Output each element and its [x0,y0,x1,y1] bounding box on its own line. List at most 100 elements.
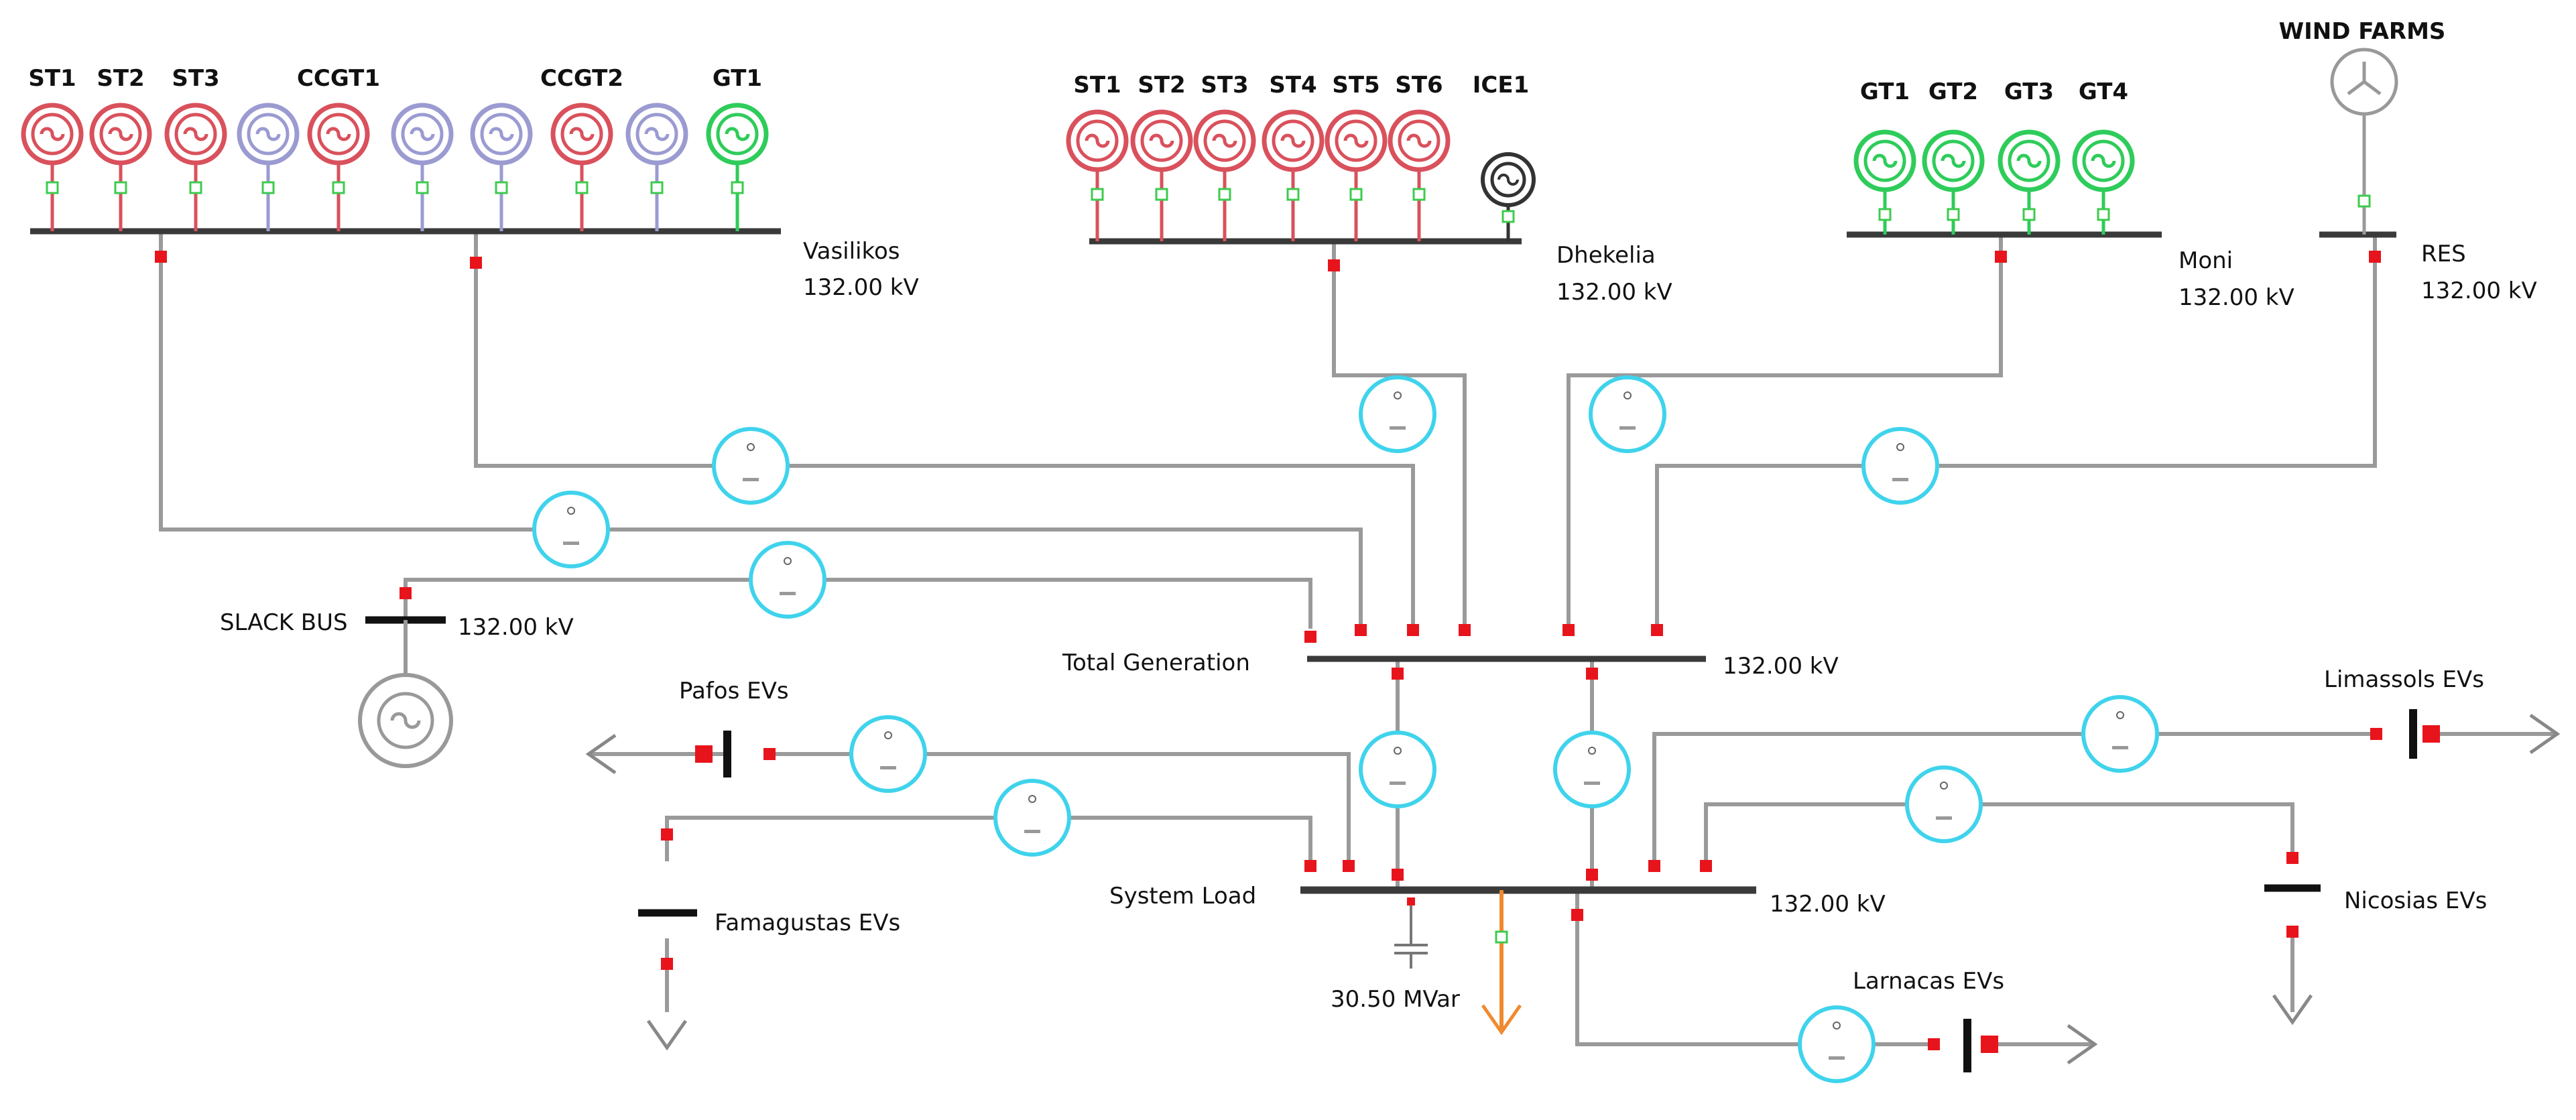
generator-vasilikos-8-wave [644,127,670,141]
generator-vasilikos-7-connector [575,181,589,194]
line-vasilikos-a [159,231,1363,629]
generator-moni-3-connector [2097,208,2110,221]
generator-moni-2-inner-ring [2008,139,2050,182]
breaker-19 [1700,860,1712,872]
transformer-pafos-ring [849,715,927,793]
generator-dhekelia-4 [1325,109,1388,189]
transformer-moni-rating [1619,426,1636,430]
equipment-symbols [21,48,2561,1083]
transformer-famagustas-mark [1028,795,1036,803]
bus-name-moni: Moni [2179,247,2233,274]
transformer-moni-ring [1589,375,1666,453]
transformer-moni-mark [1623,391,1632,399]
gen-label-dhekelia-ice1: ICE1 [1473,72,1530,99]
system-load-arrow-head [1481,1004,1522,1036]
generator-dhekelia-1-wave [1149,133,1174,148]
generator-vasilikos-5-wave [410,127,435,141]
transformer-pafos-mark [884,731,892,739]
gen-label-dhekelia-st6: ST6 [1395,72,1443,99]
transformer-larnacas-mark [1833,1021,1841,1030]
transformer-tie-left [1359,731,1436,808]
gen-label-moni-gt4: GT4 [2079,78,2128,105]
line-limassols [1652,732,2376,865]
bus-voltage-slack: 132.00 kV [458,614,574,641]
generator-vasilikos-3 [237,103,300,182]
generator-vasilikos-5-connector [416,181,429,194]
generator-vasilikos-4 [307,103,370,182]
generator-vasilikos-6-inner-ring [480,113,523,155]
line-famagustas [665,816,1312,865]
transformer-pafos-rating [880,766,896,769]
ice1-wave [1497,174,1519,186]
generator-vasilikos-0 [21,103,84,182]
breaker-24 [2370,728,2382,740]
breaker-15 [1343,860,1355,872]
transformer-famagustas [993,779,1071,857]
bus-voltage-total-generation: 132.00 kV [1723,653,1839,680]
bus-name-system-load: System Load [1109,883,1256,910]
bus-name-total-generation: Total Generation [1062,649,1250,676]
generator-labels-vasilikos: ST1 ST2 ST3 CCGT1 CCGT2 GT1 [28,65,762,92]
slack-wave [390,712,421,729]
transformer-larnacas-ring [1798,1005,1876,1083]
transformer-vasilikos-a-ring [532,491,610,568]
generator-vasilikos-8 [625,103,688,182]
shunt-capacitor-value: 30.50 MVar [1331,986,1460,1013]
generator-dhekelia-ice1 [1481,152,1536,241]
breaker-2 [1328,259,1340,271]
transformer-dhekelia [1359,375,1436,453]
bus-name-res: RES [2421,241,2466,267]
generator-vasilikos-4-connector [332,181,345,194]
generator-vasilikos-7 [550,103,613,182]
generator-vasilikos-2 [164,103,227,182]
system-load-connector [1495,930,1508,944]
generator-vasilikos-9-wave [725,127,750,141]
generator-vasilikos-9-connector [731,181,744,194]
line-moni [1567,235,2003,629]
breaker-27 [1928,1038,1940,1050]
transformer-tie-right-ring [1553,731,1631,808]
transformer-vasilikos-a-rating [563,542,579,545]
generator-vasilikos-0-inner-ring [31,113,74,155]
generator-moni-0-inner-ring [1863,139,1906,182]
generator-moni-0-connector [1878,208,1892,221]
generator-dhekelia-3-connector [1286,188,1300,201]
transformer-tie-right [1553,731,1631,808]
transformer-vasilikos-b-ring [712,427,790,505]
load-label-famagustas: Famagustas EVs [715,910,900,936]
breaker-9 [1459,624,1471,636]
gen-label-moni-gt2: GT2 [1928,78,1978,105]
generator-vasilikos-5-inner-ring [401,113,444,155]
transformer-dhekelia-ring [1359,375,1436,453]
generator-dhekelia-3 [1262,109,1325,189]
generator-vasilikos-0-connector [46,181,59,194]
generator-moni-2-wave [2016,153,2042,168]
generator-moni-0-wave [1872,153,1898,168]
generator-dhekelia-5-wave [1406,133,1432,148]
generator-dhekelia-0 [1066,109,1129,189]
generator-moni-0 [1853,129,1916,209]
generator-dhekelia-0-wave [1085,133,1110,148]
transformer-slack-mark [784,557,792,565]
breaker-5 [400,587,412,599]
breaker-8 [1407,624,1419,636]
gen-label-vasilikos-ccgt2: CCGT2 [540,65,623,92]
wind-blades [2347,62,2382,95]
generator-dhekelia-0-connector [1091,188,1104,201]
load-arrow-pafos [585,733,617,775]
load-arrow-nicosias [2272,994,2313,1025]
breaker-3 [1995,251,2007,263]
transformer-tie-left-ring [1359,731,1436,808]
line-pafos [770,752,1351,865]
line-slack [404,578,1312,629]
line-res [1655,235,2377,629]
gen-label-vasilikos-st3: ST3 [172,65,219,92]
generator-vasilikos-2-connector [189,181,202,194]
generator-vasilikos-8-connector [650,181,664,194]
transformer-slack-rating [780,592,796,595]
slack-inner-ring [377,692,434,749]
wind-connector [2357,194,2371,208]
slack-generator-icon [358,620,453,768]
transformer-nicosias-mark [1940,782,1948,790]
